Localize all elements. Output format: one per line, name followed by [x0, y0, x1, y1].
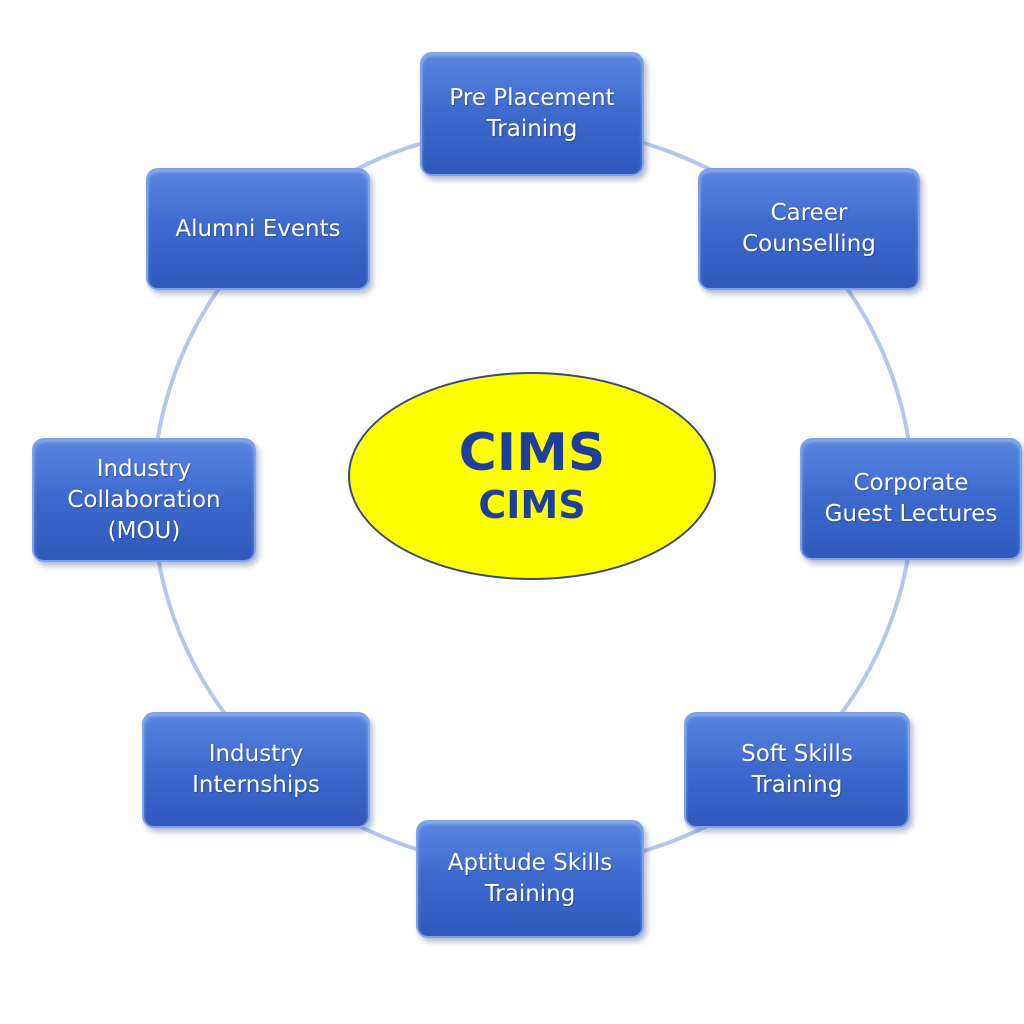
node-label: Industry Internships	[192, 741, 320, 798]
node-industry-collaboration: Industry Collaboration (MOU)	[32, 438, 256, 562]
node-label: Pre Placement Training	[449, 85, 615, 142]
node-label: Career Counselling	[742, 200, 876, 257]
node-corporate-guest-lectures: Corporate Guest Lectures	[800, 438, 1022, 560]
center-subtitle: CIMS	[478, 483, 586, 527]
node-label: Industry Collaboration (MOU)	[67, 455, 221, 544]
node-aptitude-skills-training: Aptitude Skills Training	[416, 820, 644, 938]
node-label: Corporate Guest Lectures	[824, 470, 998, 527]
center-hub: CIMS CIMS	[348, 372, 716, 580]
node-pre-placement-training: Pre Placement Training	[420, 52, 644, 176]
node-soft-skills-training: Soft Skills Training	[684, 712, 910, 828]
node-career-counselling: Career Counselling	[698, 168, 920, 290]
node-industry-internships: Industry Internships	[142, 712, 370, 828]
node-label: Aptitude Skills Training	[447, 850, 613, 907]
node-label: Alumni Events	[175, 215, 341, 242]
node-label: Soft Skills Training	[741, 741, 853, 798]
center-title: CIMS	[458, 423, 606, 483]
node-alumni-events: Alumni Events	[146, 168, 370, 290]
